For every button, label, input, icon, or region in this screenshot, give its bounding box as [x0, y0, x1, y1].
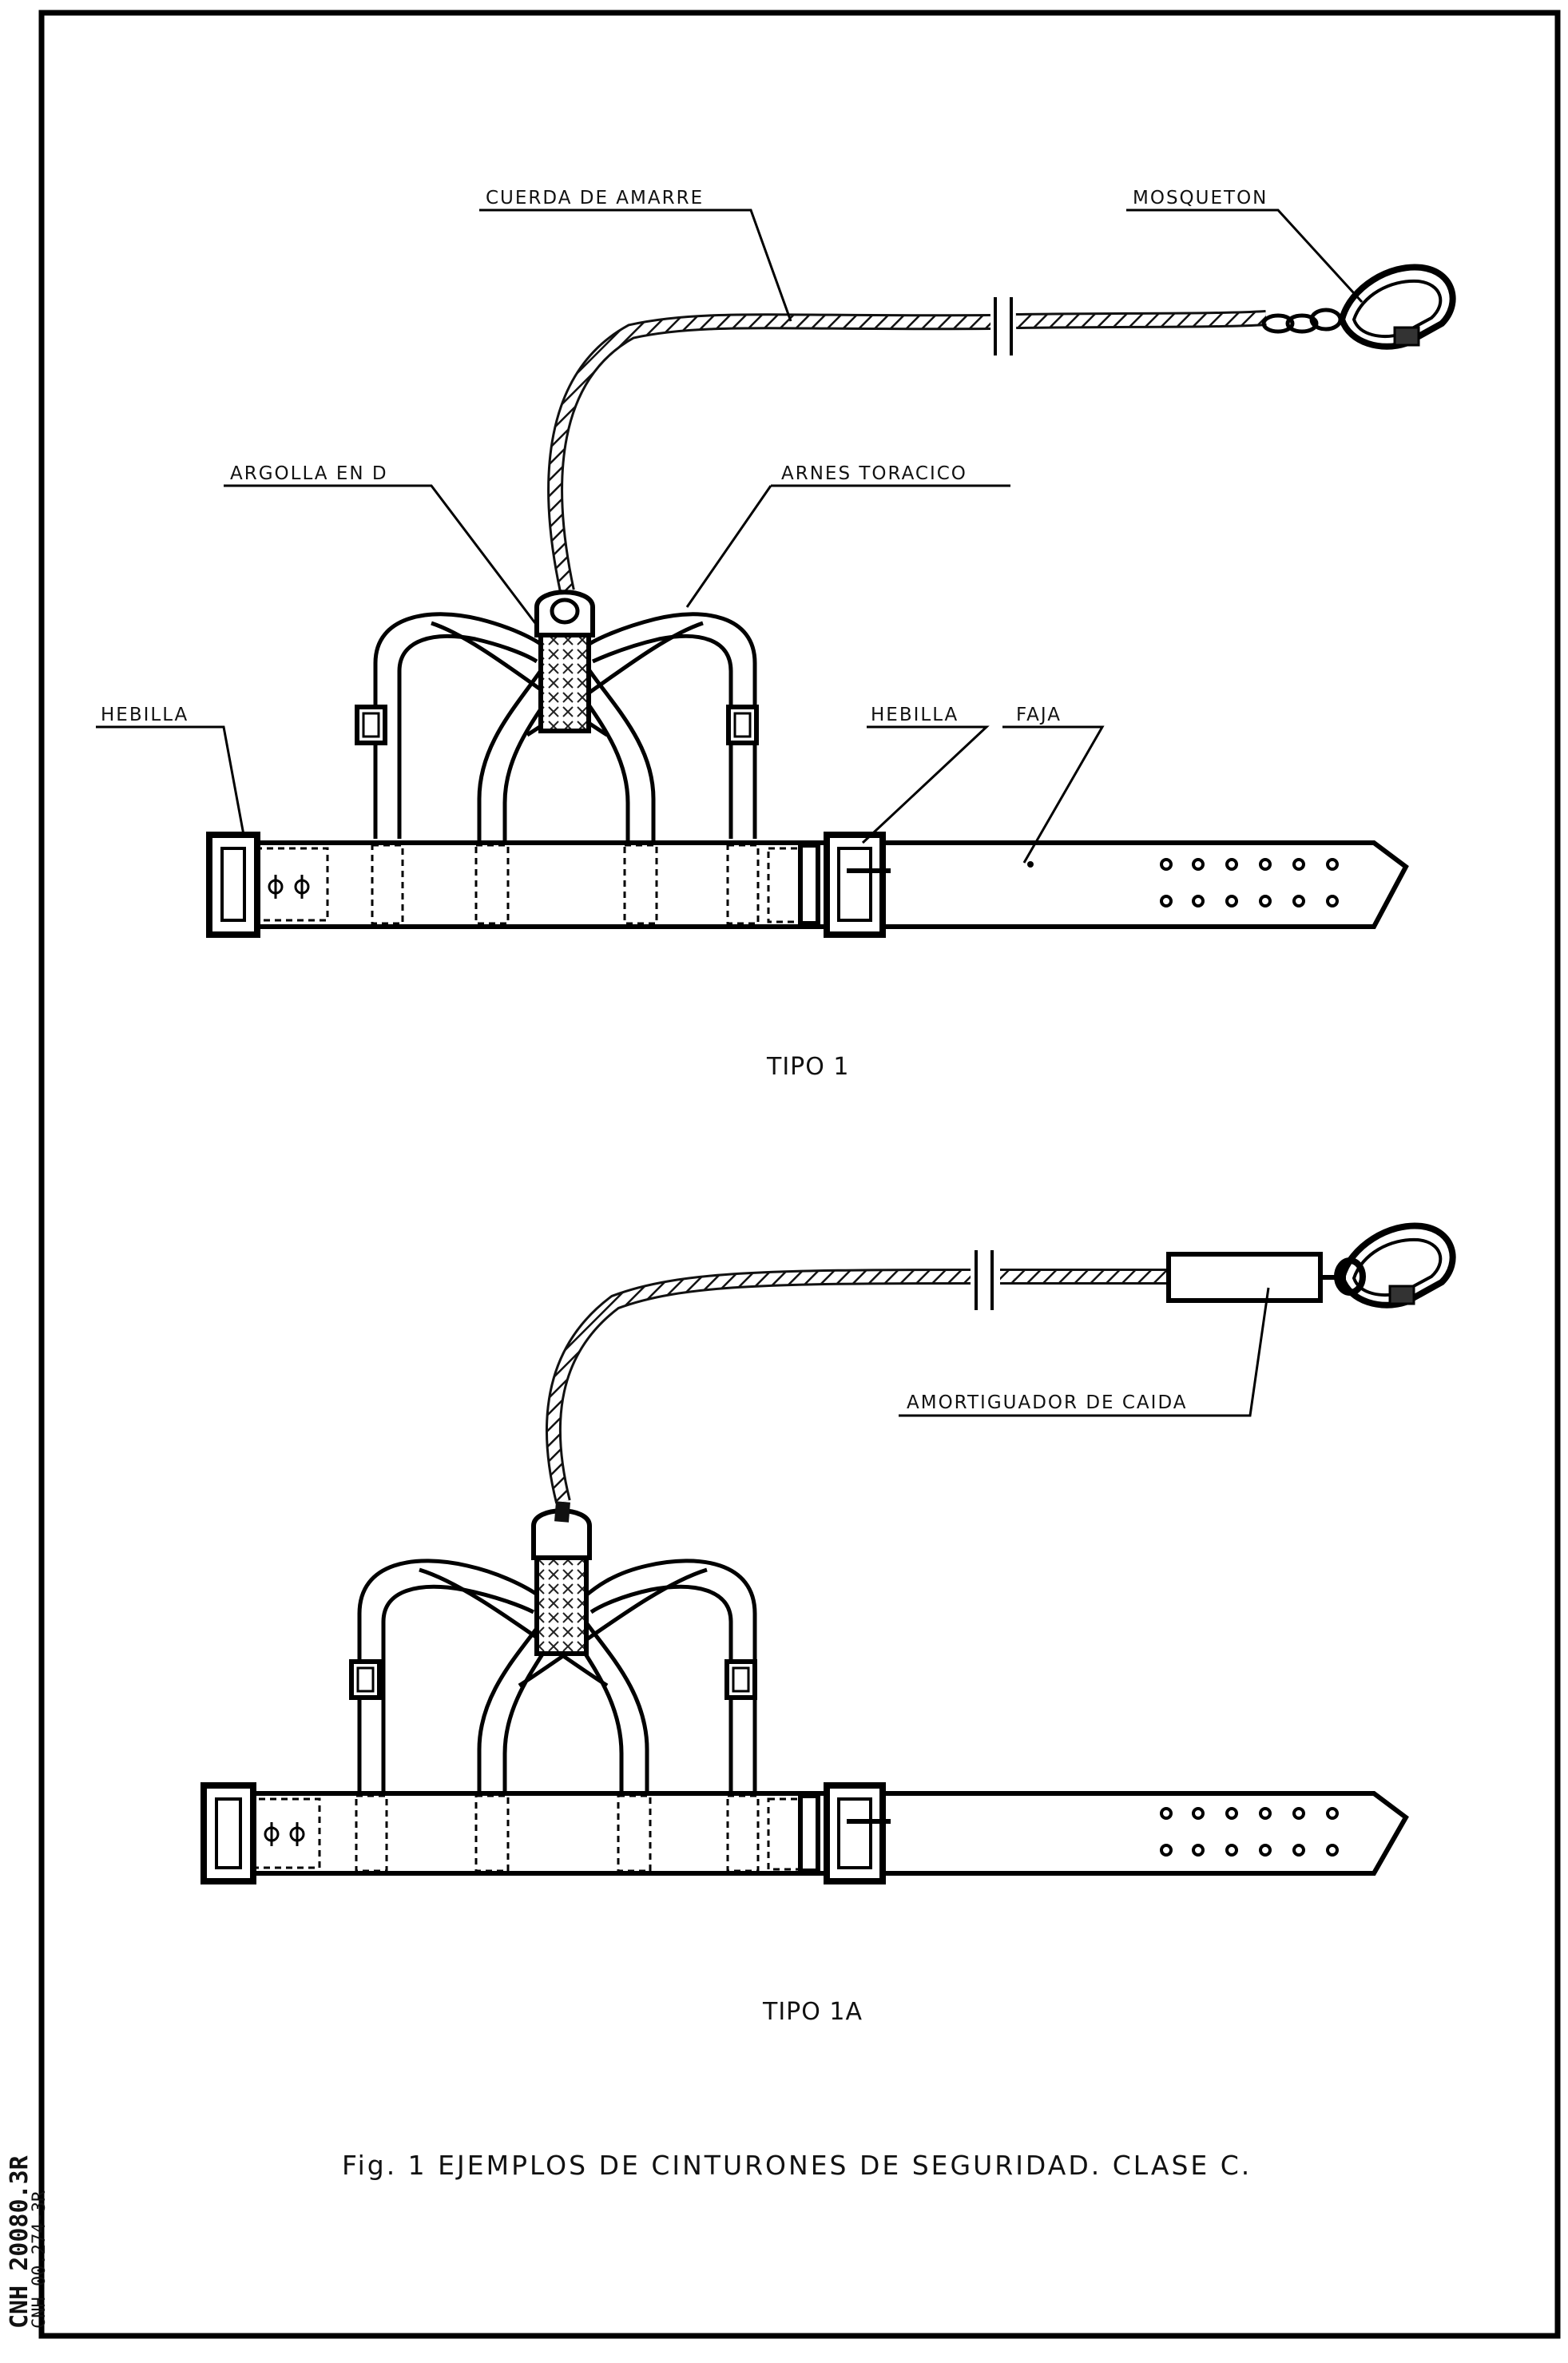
left-buckle-icon	[200, 1782, 256, 1884]
figure-caption: Fig. 1 EJEMPLOS DE CINTURONES DE SEGURID…	[342, 2150, 1252, 2181]
chain-links	[1261, 308, 1343, 334]
d-ring	[534, 590, 595, 637]
left-buckle-icon	[206, 832, 260, 938]
caption-tipo-1a: TIPO 1A	[762, 1998, 863, 2026]
label-mosqueton: MOSQUETON	[1133, 188, 1268, 208]
label-arnes-toracico: ARNES TORACICO	[781, 463, 967, 484]
stamp-line-2: CNH 00.274-3R	[30, 2190, 50, 2329]
waist-belt	[237, 840, 1409, 929]
carabiner-icon	[1334, 1222, 1456, 1309]
harness-tipo-1: CUERDA DE AMARRE MOSQUETON ARGOLLA EN D …	[96, 188, 1456, 1081]
chest-harness	[373, 612, 757, 847]
document-stamp: CNH 20080.3R CNH 00.274-3R	[6, 2154, 50, 2329]
caption-tipo-1: TIPO 1	[766, 1053, 850, 1081]
label-amortiguador-de-caida: AMORTIGUADOR DE CAIDA	[907, 1392, 1188, 1413]
harness-tipo-1a: AMORTIGUADOR DE CAIDA TIPO 1A	[200, 1222, 1456, 2026]
chest-pad	[538, 633, 591, 733]
right-buckle-icon	[798, 843, 820, 926]
label-hebilla-left: HEBILLA	[101, 705, 189, 725]
right-buckle-icon	[798, 1793, 820, 1873]
belt-holes	[1160, 858, 1339, 907]
belt-holes	[1160, 1807, 1339, 1857]
page-frame	[38, 10, 1561, 2339]
label-cuerda-de-amarre: CUERDA DE AMARRE	[486, 188, 704, 208]
shock-absorber	[1166, 1252, 1323, 1303]
chest-pad	[534, 1555, 589, 1656]
stamp-line-1: CNH 20080.3R	[6, 2154, 34, 2329]
label-faja: FAJA	[1016, 705, 1062, 725]
carabiner-icon	[1338, 264, 1456, 350]
label-argolla-en-d: ARGOLLA EN D	[230, 463, 388, 484]
lanyard-rope	[545, 1269, 971, 1504]
lanyard-rope	[547, 313, 991, 594]
label-hebilla-right: HEBILLA	[871, 705, 959, 725]
